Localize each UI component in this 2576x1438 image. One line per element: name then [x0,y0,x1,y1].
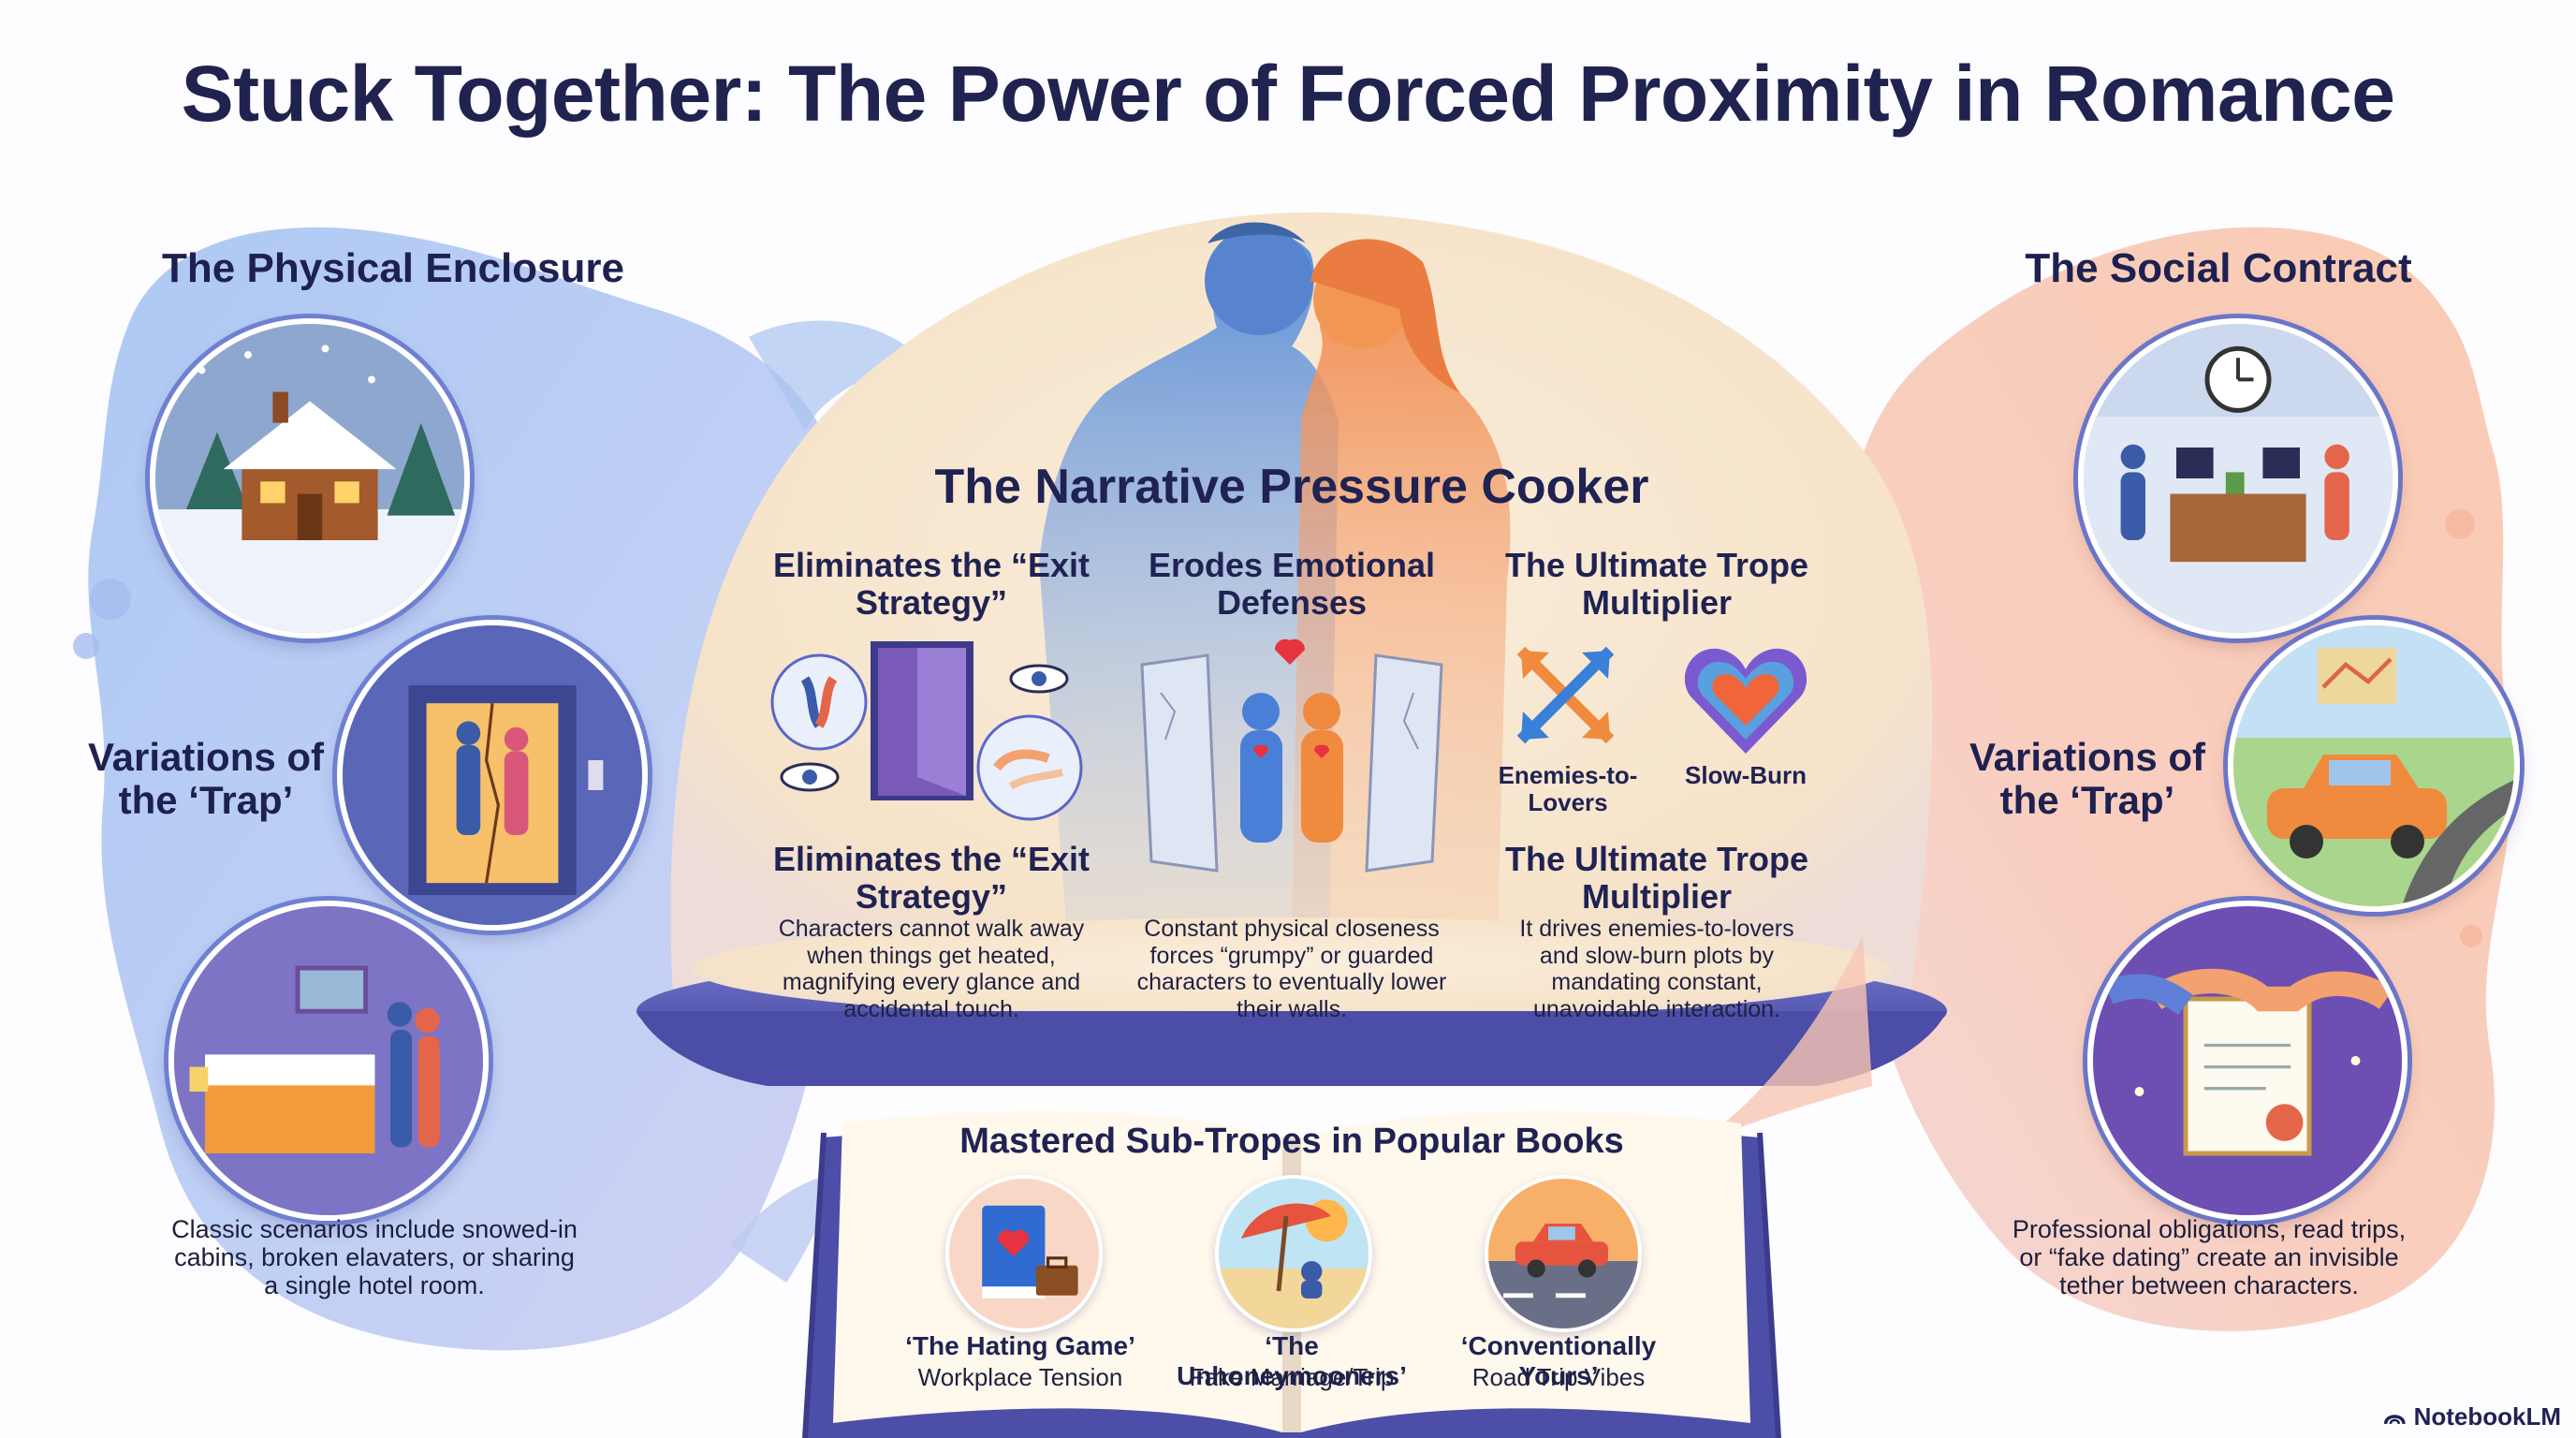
col2-heading: Erodes Emotional Defenses [1148,546,1436,623]
brand-name: NotebookLM [2413,1401,2561,1431]
book3-name: ‘Conventionally Yours’ [1460,1331,1657,1390]
page-title: Stuck Together: The Power of Forced Prox… [181,50,2395,138]
col1-heading: Eliminates the “Exit Strategy” [772,546,1090,623]
shared-office-icon [2078,318,2398,638]
hotel-room-icon [168,901,489,1221]
exit-door-icon [770,641,1083,821]
col2-body: Constant physical closeness forces “grum… [1136,916,1447,1022]
enemies-to-lovers-label: Enemies-to-Lovers [1498,761,1638,816]
left-variations-label: Variations of the ‘Trap’ [87,735,325,823]
broken-elevator-icon [337,620,648,931]
social-contract-heading: The Social Contract [2025,245,2412,291]
physical-enclosure-heading: The Physical Enclosure [162,245,624,291]
col3-heading: The Ultimate Trope Multiplier [1504,546,1809,623]
beach-umbrella-icon [1215,1175,1372,1332]
col1-subheading: Eliminates the “Exit Strategy” [772,840,1090,917]
notebooklm-logo-icon [2383,1415,2406,1425]
book2-name: ‘The Unhoneymooners’ [1177,1331,1407,1390]
brand-watermark: NotebookLM [2383,1401,2561,1432]
col1-body: Characters cannot walk away when things … [778,916,1085,1022]
right-variations-label: Variations of the ‘Trap’ [1969,735,2206,823]
book1-sub: Workplace Tension [917,1363,1123,1391]
glowing-heart-icon [1684,648,1808,754]
crossed-arrows-icon [1516,646,1615,744]
book-briefcase-icon [945,1175,1103,1332]
slow-burn-label: Slow-Burn [1685,761,1807,789]
snowed-cabin-icon [150,318,470,638]
sunset-car-icon [1485,1175,1642,1332]
col3-subheading: The Ultimate Trope Multiplier [1504,840,1809,917]
book3-sub: Road Trip Vibes [1471,1363,1646,1391]
right-caption: Professional obligations, read trips, or… [2012,1215,2407,1300]
crumbling-walls-icon [1140,638,1443,873]
center-title: The Narrative Pressure Cooker [934,460,1649,514]
road-trip-car-icon [2228,620,2520,912]
contract-handshake-icon [2087,901,2408,1221]
col3-body: It drives enemies-to-lovers and slow-bur… [1519,916,1794,1022]
book-title: Mastered Sub-Tropes in Popular Books [959,1122,1624,1161]
book2-sub: Fake Marriage/Trip [1189,1363,1395,1391]
left-caption: Classic scenarios include snowed-in cabi… [171,1215,578,1300]
book1-name: ‘The Hating Game’ [905,1331,1135,1360]
